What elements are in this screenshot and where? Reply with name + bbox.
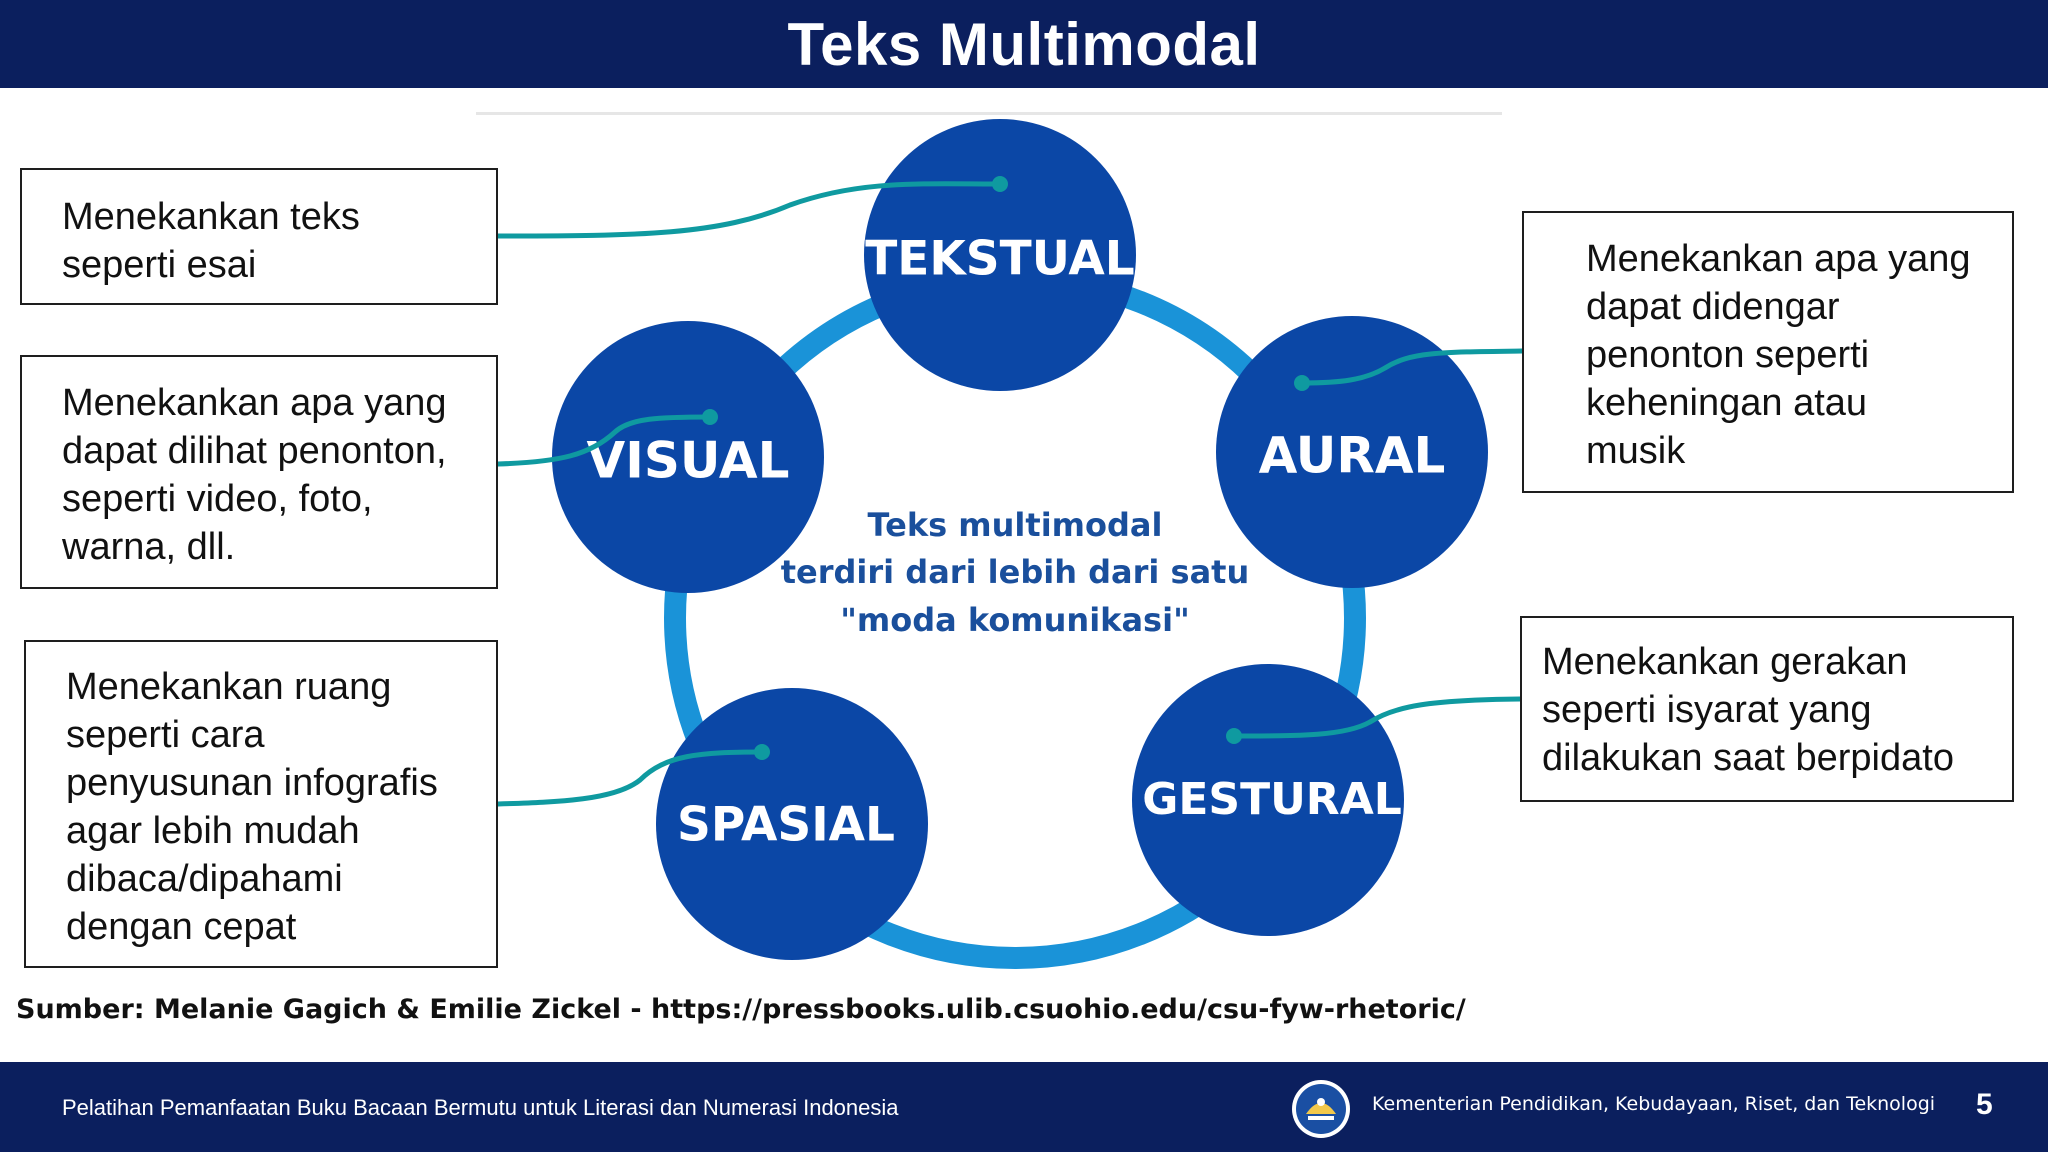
box-visual-line: Menekankan apa yang bbox=[62, 382, 447, 424]
footer-ministry-name: Kementerian Pendidikan, Kebudayaan, Rise… bbox=[1372, 1093, 1936, 1115]
center-text-line-3: "moda komunikasi" bbox=[840, 601, 1189, 639]
box-visual: Menekankan apa yang dapat dilihat penont… bbox=[20, 355, 498, 589]
connector-dot-gestural bbox=[1226, 728, 1242, 744]
node-tekstual: TEKSTUAL bbox=[864, 119, 1136, 391]
node-tekstual-circle bbox=[864, 119, 1136, 391]
node-spasial: SPASIAL bbox=[656, 688, 928, 960]
node-spasial-label: SPASIAL bbox=[677, 798, 895, 853]
box-tekstual-line: seperti esai bbox=[62, 244, 257, 286]
box-spasial-line: penyusunan infografis bbox=[66, 762, 438, 804]
node-aural-circle bbox=[1216, 316, 1488, 588]
slide-title: Teks Multimodal bbox=[787, 10, 1261, 78]
box-aural-line: keheningan atau bbox=[1586, 382, 1868, 424]
node-spasial-circle bbox=[656, 688, 928, 960]
node-gestural: GESTURAL bbox=[1132, 664, 1404, 936]
connector-aural bbox=[1299, 348, 1525, 386]
box-gestural-line: Menekankan gerakan bbox=[1542, 641, 1908, 683]
source-citation: Sumber: Melanie Gagich & Emilie Zickel -… bbox=[16, 994, 1466, 1025]
box-spasial: Menekankan ruang seperti cara penyusunan… bbox=[24, 640, 498, 968]
page-number: 5 bbox=[1976, 1088, 1993, 1121]
connector-visual bbox=[495, 414, 713, 467]
connector-dot-aural bbox=[1294, 375, 1310, 391]
footer-program-name: Pelatihan Pemanfaatan Buku Bacaan Bermut… bbox=[62, 1095, 899, 1120]
slide-header: Teks Multimodal bbox=[0, 0, 2048, 88]
connector-dot-visual bbox=[702, 409, 718, 425]
connector-spasial bbox=[495, 749, 765, 807]
box-aural-line: Menekankan apa yang bbox=[1586, 238, 1971, 280]
node-visual-label: VISUAL bbox=[587, 432, 790, 490]
box-gestural-line: seperti isyarat yang bbox=[1542, 689, 1872, 731]
box-visual-line: dapat dilihat penonton, bbox=[62, 430, 447, 472]
connector-dot-spasial bbox=[754, 744, 770, 760]
box-aural-line: penonton seperti bbox=[1586, 334, 1870, 376]
box-spasial-line: seperti cara bbox=[66, 714, 265, 756]
ministry-logo-icon bbox=[1292, 1080, 1350, 1138]
node-aural-label: AURAL bbox=[1259, 427, 1446, 485]
box-spasial-line: agar lebih mudah bbox=[66, 810, 360, 852]
box-tekstual: Menekankan teks seperti esai bbox=[20, 168, 498, 305]
node-aural: AURAL bbox=[1216, 316, 1488, 588]
node-gestural-label: GESTURAL bbox=[1142, 774, 1402, 825]
connector-dot-tekstual bbox=[992, 176, 1008, 192]
node-visual: VISUAL bbox=[552, 321, 824, 593]
box-spasial-line: Menekankan ruang bbox=[66, 666, 392, 708]
box-gestural: Menekankan gerakan seperti isyarat yang … bbox=[1520, 616, 2014, 802]
connector-tekstual bbox=[495, 181, 1003, 239]
center-text-line-2: terdiri dari lebih dari satu bbox=[781, 553, 1250, 591]
box-gestural-line: dilakukan saat berpidato bbox=[1542, 737, 1954, 779]
box-aural-line: dapat didengar bbox=[1586, 286, 1840, 328]
box-tekstual-line: Menekankan teks bbox=[62, 196, 360, 238]
box-spasial-line: dibaca/dipahami bbox=[66, 858, 343, 900]
box-aural-line: musik bbox=[1586, 430, 1686, 472]
slide-footer: Pelatihan Pemanfaatan Buku Bacaan Bermut… bbox=[0, 1062, 2048, 1152]
box-visual-line: warna, dll. bbox=[62, 526, 236, 568]
header-divider bbox=[476, 112, 1502, 115]
box-spasial-line: dengan cepat bbox=[66, 906, 297, 948]
connector-gestural bbox=[1231, 696, 1523, 739]
center-text-line-1: Teks multimodal bbox=[868, 506, 1163, 544]
node-tekstual-label: TEKSTUAL bbox=[865, 232, 1135, 287]
box-aural: Menekankan apa yang dapat didengar penon… bbox=[1522, 211, 2014, 493]
node-visual-circle bbox=[552, 321, 824, 593]
box-visual-line: seperti video, foto, bbox=[62, 478, 373, 520]
